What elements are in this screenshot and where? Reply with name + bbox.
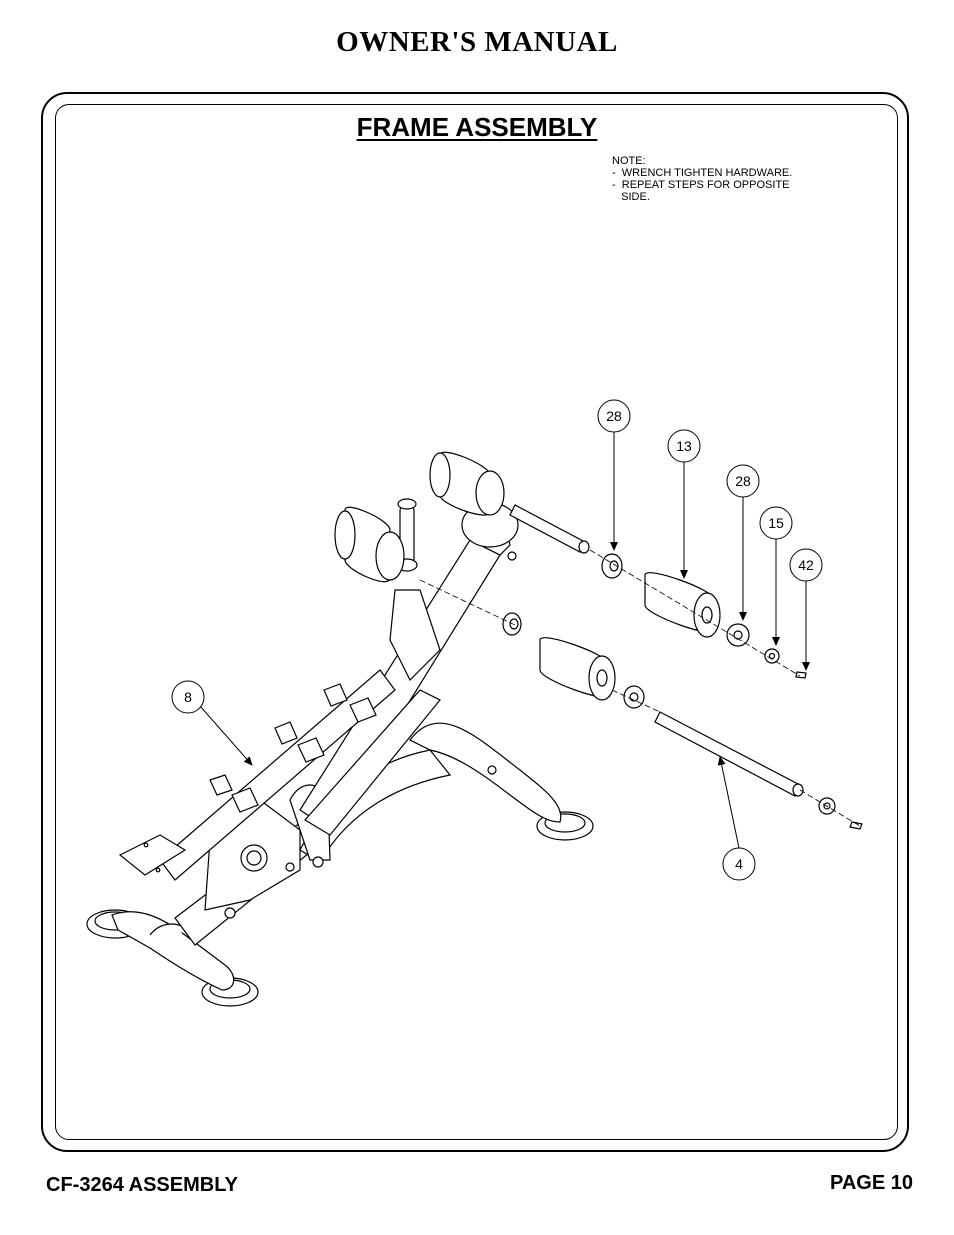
note-line-3: SIDE. (612, 191, 650, 203)
section-title: FRAME ASSEMBLY (356, 112, 598, 142)
footer-page-number: PAGE 10 (830, 1172, 913, 1194)
callout-4-label: 4 (735, 856, 743, 872)
callout-4-balloon (722, 847, 756, 881)
callout-28-upper-label: 28 (606, 408, 622, 424)
callout-13-label: 13 (676, 438, 692, 454)
note-heading: NOTE: (612, 155, 646, 167)
callout-13-balloon (667, 429, 701, 463)
callout-28-upper-balloon (597, 399, 631, 433)
outer-page-border (41, 92, 909, 1152)
inner-page-border (55, 104, 898, 1140)
back-rail (118, 669, 396, 881)
callout-42-balloon (789, 548, 823, 582)
manual-title: OWNER'S MANUAL (336, 26, 618, 58)
upper-roller-pads (334, 451, 590, 583)
callout-8-balloon (171, 680, 205, 714)
note-line-1: - WRENCH TIGHTEN HARDWARE. (612, 167, 793, 179)
note-line-2: - REPEAT STEPS FOR OPPOSITE (612, 179, 790, 191)
callout-15-balloon (759, 506, 793, 540)
callout-8-label: 8 (184, 689, 192, 705)
assembly-note: NOTE: - WRENCH TIGHTEN HARDWARE. - REPEA… (612, 155, 792, 203)
callout-15-label: 15 (768, 515, 784, 531)
callout-28-lower-label: 28 (735, 473, 751, 489)
rear-strut (224, 689, 497, 919)
rear-base-tube (299, 722, 594, 863)
footer-model: CF-3264 ASSEMBLY (46, 1174, 238, 1196)
callout-42-label: 42 (798, 557, 814, 573)
callout-28-lower-balloon (726, 464, 760, 498)
